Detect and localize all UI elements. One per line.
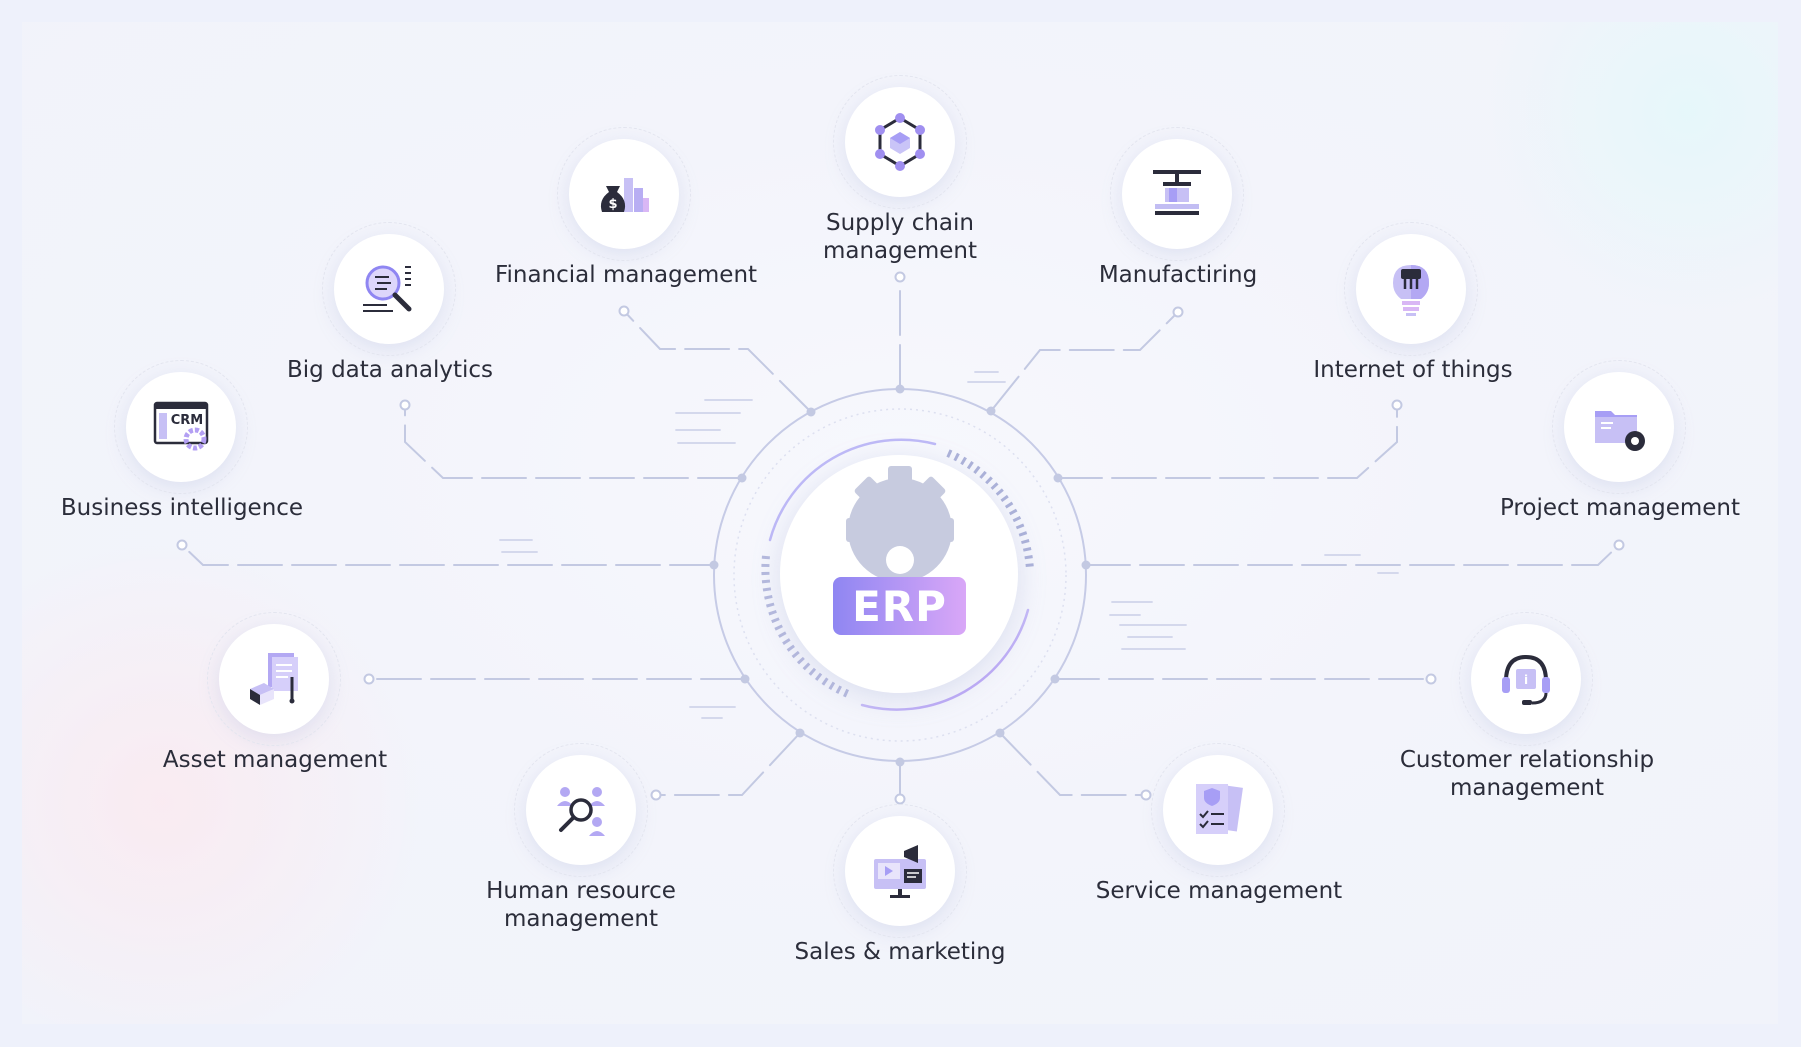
- iot-label: Internet of things: [1313, 357, 1513, 383]
- manufacturing-node[interactable]: [1110, 127, 1244, 261]
- network-cube-icon: [875, 113, 925, 171]
- folder-gear-icon: [1595, 411, 1645, 451]
- connector-manufacturing: [990, 311, 1179, 412]
- supply-chain-label: Supply chain management: [740, 209, 1060, 265]
- financial-node[interactable]: $: [557, 127, 691, 261]
- business-intelligence-node[interactable]: CRM: [114, 360, 248, 494]
- checklist-shield-icon: [1196, 784, 1243, 834]
- crm-node[interactable]: i: [1459, 612, 1593, 746]
- lightbulb-chip-icon: [1393, 265, 1429, 316]
- hub-arc-bottom: [860, 608, 1030, 711]
- crm-label: Customer relationship management: [1367, 746, 1687, 802]
- press-machine-icon: [1153, 170, 1201, 215]
- document-box-icon: [250, 653, 298, 705]
- crm-label-line1: Customer relationship: [1399, 747, 1655, 773]
- people-search-icon: [557, 787, 605, 836]
- headset-icon: i: [1502, 654, 1550, 705]
- asset-label: Asset management: [162, 747, 388, 773]
- sales-node[interactable]: [833, 804, 967, 938]
- financial-label: Financial management: [494, 262, 758, 288]
- connector-business-intelligence: [181, 544, 715, 566]
- hub-tick-arc-right: [946, 449, 1034, 571]
- connector-iot: [1057, 404, 1398, 479]
- svg-text:$: $: [608, 197, 617, 212]
- supply-chain-label-line2: management: [822, 238, 978, 264]
- project-node[interactable]: [1552, 360, 1686, 494]
- iot-node[interactable]: [1344, 222, 1478, 356]
- service-label: Service management: [1095, 878, 1343, 904]
- money-bag-chart-icon: $: [600, 178, 649, 212]
- svg-text:i: i: [1524, 673, 1528, 687]
- supply-chain-node[interactable]: [833, 75, 967, 209]
- connector-hr: [655, 732, 801, 796]
- big-data-node[interactable]: [322, 222, 456, 356]
- crm-label-line2: management: [1449, 775, 1605, 801]
- hub-tick-ring: [733, 408, 1067, 742]
- connector-big-data: [404, 404, 743, 479]
- crm-window-icon: CRM: [153, 401, 209, 451]
- connector-project: [1085, 544, 1620, 566]
- service-node[interactable]: [1151, 743, 1285, 877]
- hr-label-line2: management: [503, 906, 659, 932]
- crm-text: CRM: [171, 413, 204, 428]
- big-data-label: Big data analytics: [286, 357, 493, 383]
- supply-chain-label-line1: Supply chain: [826, 210, 974, 236]
- magnifier-report-icon: [363, 265, 412, 312]
- monitor-megaphone-icon: [874, 845, 926, 898]
- erp-hub: [780, 455, 1018, 693]
- asset-node[interactable]: [207, 612, 341, 746]
- hub-arc-top: [768, 438, 937, 542]
- erp-label: ERP: [852, 581, 947, 631]
- sales-label: Sales & marketing: [794, 939, 1006, 965]
- manufacturing-label: Manufactiring: [1098, 262, 1258, 288]
- hr-node[interactable]: [514, 743, 648, 877]
- hr-label-line1: Human resource: [486, 878, 676, 904]
- connector-financial: [623, 310, 812, 413]
- business-intelligence-label: Business intelligence: [60, 495, 304, 521]
- project-label: Project management: [1499, 495, 1741, 521]
- hr-label: Human resource management: [421, 877, 741, 933]
- connector-service: [999, 732, 1147, 796]
